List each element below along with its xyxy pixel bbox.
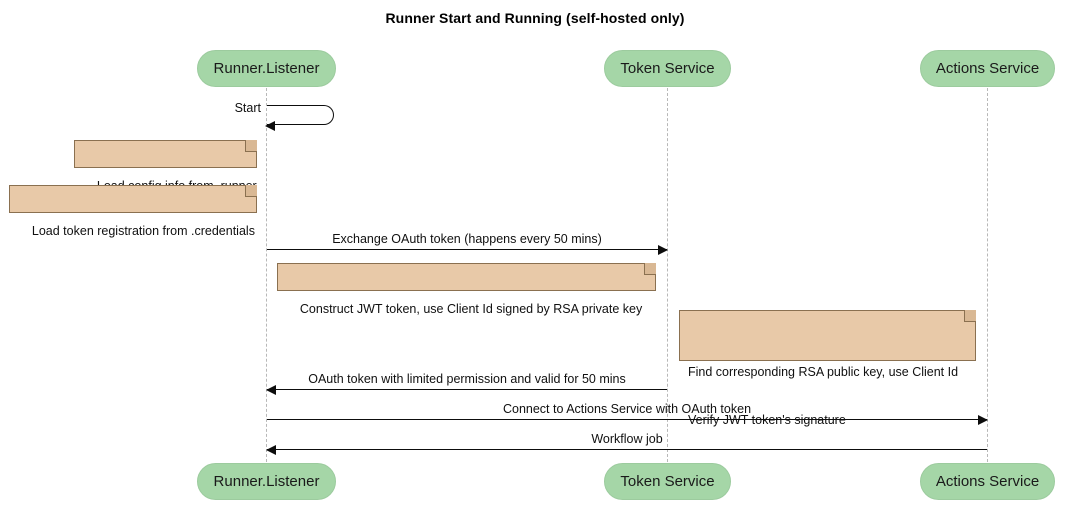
message-line	[267, 419, 987, 420]
note-fold-corner-icon	[964, 310, 976, 322]
participant-actions-service-bottom[interactable]: Actions Service	[920, 463, 1055, 500]
note-load-token-registration: Load token registration from .credential…	[9, 185, 257, 238]
participant-label: Runner.Listener	[213, 60, 320, 77]
message-label: OAuth token with limited permission and …	[308, 372, 626, 386]
participant-actions-service-top[interactable]: Actions Service	[920, 50, 1055, 87]
message-label: Workflow job	[591, 432, 663, 446]
message-line	[267, 449, 987, 450]
lifeline-runner-listener	[266, 88, 267, 462]
arrowhead-icon	[658, 244, 668, 255]
participant-runner-listener-top[interactable]: Runner.Listener	[197, 50, 336, 87]
lifeline-actions-service	[987, 88, 988, 462]
participant-runner-listener-bottom[interactable]: Runner.Listener	[197, 463, 336, 500]
participant-label: Token Service	[620, 473, 715, 490]
participant-label: Actions Service	[935, 473, 1040, 490]
note-text-line1: Find corresponding RSA public key, use C…	[688, 365, 959, 379]
participant-token-service-top[interactable]: Token Service	[604, 50, 731, 87]
self-message-loop	[267, 105, 334, 125]
note-text: Construct JWT token, use Client Id signe…	[299, 302, 643, 316]
message-label: Connect to Actions Service with OAuth to…	[502, 402, 752, 416]
message-label: Exchange OAuth token (happens every 50 m…	[332, 232, 602, 246]
note-construct-jwt: Construct JWT token, use Client Id signe…	[277, 263, 656, 316]
participant-label: Runner.Listener	[213, 473, 320, 490]
diagram-title: Runner Start and Running (self-hosted on…	[385, 10, 685, 26]
note-verify-jwt-signature: Find corresponding RSA public key, use C…	[679, 310, 976, 427]
note-fold-corner-icon	[245, 140, 257, 152]
note-text: Load token registration from .credential…	[31, 224, 255, 238]
participant-token-service-bottom[interactable]: Token Service	[604, 463, 731, 500]
self-message-start: Start	[235, 101, 334, 131]
arrowhead-icon	[266, 444, 276, 455]
message-line	[267, 389, 667, 390]
message-line	[267, 249, 667, 250]
note-load-config: Load config info from .runner	[74, 140, 257, 193]
note-fold-corner-icon	[644, 263, 656, 275]
note-fold-corner-icon	[245, 185, 257, 197]
arrowhead-icon	[978, 414, 988, 425]
participant-label: Actions Service	[935, 60, 1040, 77]
note-text-line2: Verify JWT token's signature	[688, 413, 846, 427]
arrowhead-icon	[266, 384, 276, 395]
arrowhead-icon	[265, 120, 275, 131]
self-message-label: Start	[234, 101, 261, 115]
lifeline-token-service	[667, 88, 668, 462]
participant-label: Token Service	[620, 60, 715, 77]
